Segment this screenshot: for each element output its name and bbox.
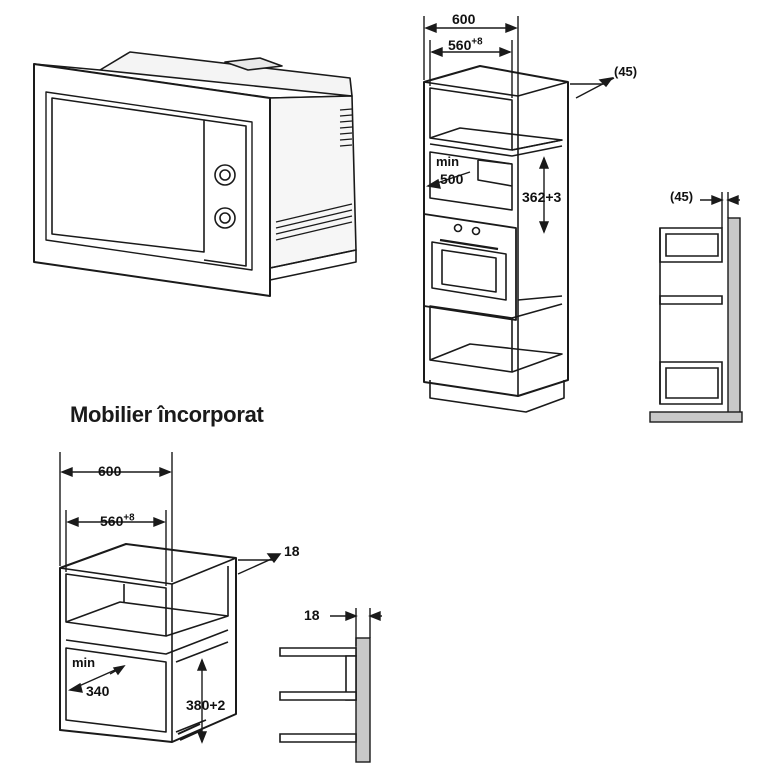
section-title: Mobilier încorporat bbox=[70, 402, 264, 427]
wall-outer-width-label: 600 bbox=[98, 463, 122, 479]
tall-inner-width-tolerance: +8 bbox=[471, 36, 483, 48]
wall-inner-width-tolerance: +8 bbox=[123, 512, 135, 524]
side-bottom-gap-label: 18 bbox=[304, 607, 320, 623]
tall-opening-height-label: 362+3 bbox=[522, 189, 562, 205]
wall-opening-height-label: 380+2 bbox=[186, 697, 226, 713]
tall-outer-width-label: 600 bbox=[452, 11, 476, 27]
tall-min-label: min bbox=[436, 154, 460, 169]
tall-inner-width-label: 560+8 bbox=[448, 36, 483, 53]
wall-inner-width-value: 560 bbox=[100, 513, 124, 529]
wall-min-depth-label: 340 bbox=[86, 683, 110, 699]
wall-gap-label: 18 bbox=[284, 543, 300, 559]
wall-inner-width-label: 560+8 bbox=[100, 512, 135, 529]
tall-depth-gap-label: (45) bbox=[614, 64, 638, 79]
side-top-gap-label: (45) bbox=[670, 189, 694, 204]
wall-min-label: min bbox=[72, 655, 96, 670]
tall-inner-width-value: 560 bbox=[448, 37, 472, 53]
tall-min-depth-label: 500 bbox=[440, 171, 464, 187]
